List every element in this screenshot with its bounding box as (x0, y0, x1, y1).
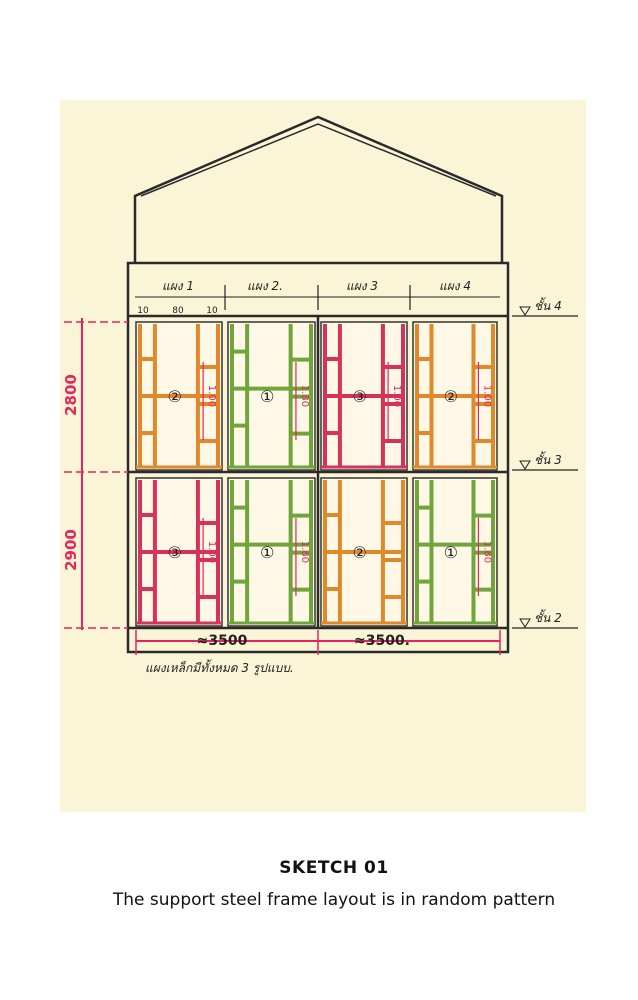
panel-type-label: ① (260, 543, 274, 562)
level-marker-icon (519, 618, 531, 628)
panel-height-dim: 1.00 (481, 385, 492, 407)
panel-type-label: ② (444, 387, 458, 406)
panel-type-label: ① (444, 543, 458, 562)
panel-height-dim: 1.00 (206, 385, 217, 407)
sketch-note: แผงเหล็กมีทั้งหมด 3 รูปแบบ. (145, 659, 294, 676)
sub-dimension: 80 (172, 306, 184, 316)
width-dim: ≈3500 (197, 633, 248, 649)
panel-grid: ② 1.00 ① 1.80 ③ 1.00 ② 1.00 ③ 1.00 ① 1.80 ② ① 1.80 (135, 321, 498, 627)
panel-type-label: ③ (353, 387, 367, 406)
steel-frame-sketch: ② 1.00 ① 1.80 ③ 1.00 ② 1.00 ③ 1.00 ① 1.80 ② ① 1.80 แผง… (60, 100, 586, 812)
panel-label: แผง 1 (162, 279, 194, 293)
level-label: ชั้น 3 (534, 451, 562, 467)
gable-roof (133, 115, 504, 262)
panel-label: แผง 4 (439, 279, 471, 293)
annotations: แผง 1 แผง 2. แผง 3 แผง 4 10 80 10 ชั้น 4 ชั้น 3 ช… (62, 279, 578, 655)
panel-label: แผง 2. (247, 279, 283, 293)
panel-height-dim: 1.80 (299, 541, 310, 563)
caption-subtitle: The support steel frame layout is in ran… (112, 890, 556, 910)
level-label: ชั้น 4 (534, 297, 562, 313)
steel-panel: ① 1.80 (227, 321, 316, 471)
panel-type-label: ② (353, 543, 367, 562)
steel-panel: ② 1.00 (412, 321, 498, 471)
panel-label: แผง 3 (346, 279, 378, 293)
width-dim: ≈3500. (354, 633, 410, 649)
level-label: ชั้น 2 (534, 609, 562, 625)
steel-panel: ③ 1.00 (320, 321, 408, 471)
panel-height-dim: 1.00 (206, 541, 217, 563)
sub-dimension: 10 (137, 306, 149, 316)
caption-title: SKETCH 01 (279, 858, 389, 878)
level-marker-icon (519, 306, 531, 316)
steel-panel: ③ 1.00 (135, 477, 223, 627)
panel-type-label: ① (260, 387, 274, 406)
steel-panel: ① 1.80 (227, 477, 316, 627)
steel-panel: ② 1.00 (135, 321, 223, 471)
panel-type-label: ② (168, 387, 182, 406)
level-marker-icon (519, 460, 531, 470)
steel-panel: ① 1.80 (412, 477, 498, 627)
panel-height-dim: 1.80 (481, 541, 492, 563)
height-dim: 2900 (62, 529, 80, 571)
panel-height-dim: 1.80 (299, 385, 310, 407)
height-dim: 2800 (62, 374, 80, 416)
panel-height-dim: 1.00 (391, 385, 402, 407)
panel-type-label: ③ (168, 543, 182, 562)
steel-panel: ② (320, 477, 408, 627)
sub-dimension: 10 (206, 306, 218, 316)
